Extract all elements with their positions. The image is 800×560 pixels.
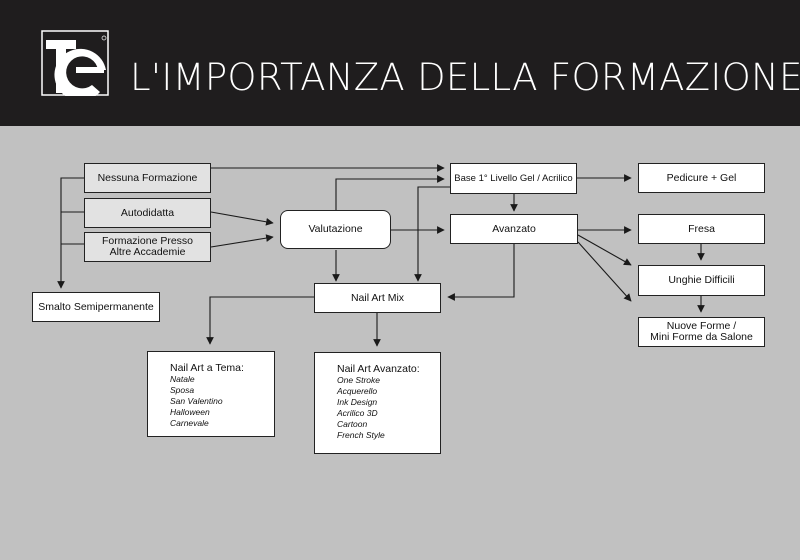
- node-nuove-forme: Nuove Forme / Mini Forme da Salone: [638, 317, 765, 347]
- flow-diagram: Nessuna Formazione Autodidatta Formazion…: [0, 126, 800, 560]
- list-title: Nail Art a Tema:: [170, 362, 244, 374]
- node-avanzato: Avanzato: [450, 214, 578, 244]
- node-label: Autodidatta: [120, 206, 175, 219]
- node-label: Smalto Semipermanente: [38, 300, 154, 313]
- list-item: Acquerello: [337, 386, 378, 396]
- list-item: San Valentino: [170, 396, 223, 406]
- list-item: Cartoon: [337, 419, 368, 429]
- node-label: Fresa: [688, 222, 715, 235]
- node-formazione-presso: Formazione Presso Altre Accademie: [84, 232, 211, 262]
- connector-arrows: [57, 164, 705, 347]
- te-logo: [40, 30, 110, 101]
- node-base-livello: Base 1° Livello Gel / Acrilico: [450, 163, 577, 194]
- list-item: French Style: [337, 430, 385, 440]
- node-label: Base 1° Livello Gel / Acrilico: [454, 173, 573, 184]
- node-label: Avanzato: [492, 222, 536, 235]
- list-item: Halloween: [170, 407, 210, 417]
- list-item: One Stroke: [337, 375, 380, 385]
- node-label: Nail Art Mix: [350, 291, 405, 304]
- list-title: Nail Art Avanzato:: [337, 363, 420, 375]
- node-unghie-difficili: Unghie Difficili: [638, 265, 765, 296]
- list-item: Sposa: [170, 385, 195, 395]
- list-item: Acrilico 3D: [337, 408, 378, 418]
- node-label: Nessuna Formazione: [97, 171, 198, 184]
- list-item: Natale: [170, 374, 195, 384]
- page-title: L'IMPORTANZA DELLA FORMAZIONE: [130, 56, 800, 99]
- node-nessuna-formazione: Nessuna Formazione: [84, 163, 211, 193]
- node-label: Valutazione: [308, 223, 363, 235]
- list-item: Carnevale: [170, 418, 209, 428]
- node-smalto-semipermanente: Smalto Semipermanente: [32, 292, 160, 322]
- node-label: Pedicure + Gel: [666, 171, 737, 184]
- node-autodidatta: Autodidatta: [84, 198, 211, 228]
- node-label-line1: Nuove Forme /: [666, 320, 737, 332]
- header-bar: L'IMPORTANZA DELLA FORMAZIONE: [0, 0, 800, 126]
- node-label-line2: Altre Accademie: [109, 246, 186, 258]
- node-label-line1: Formazione Presso: [101, 235, 194, 247]
- node-valutazione: Valutazione: [280, 210, 391, 249]
- list-item: Ink Design: [337, 397, 378, 407]
- node-fresa: Fresa: [638, 214, 765, 244]
- node-nail-art-avanzato: Nail Art Avanzato: One Stroke Acquerello…: [314, 352, 441, 454]
- node-pedicure-gel: Pedicure + Gel: [638, 163, 765, 193]
- node-label-line2: Mini Forme da Salone: [650, 331, 753, 343]
- node-nail-art-mix: Nail Art Mix: [314, 283, 441, 313]
- node-label: Unghie Difficili: [668, 274, 735, 286]
- node-nail-art-tema: Nail Art a Tema: Natale Sposa San Valent…: [147, 351, 275, 437]
